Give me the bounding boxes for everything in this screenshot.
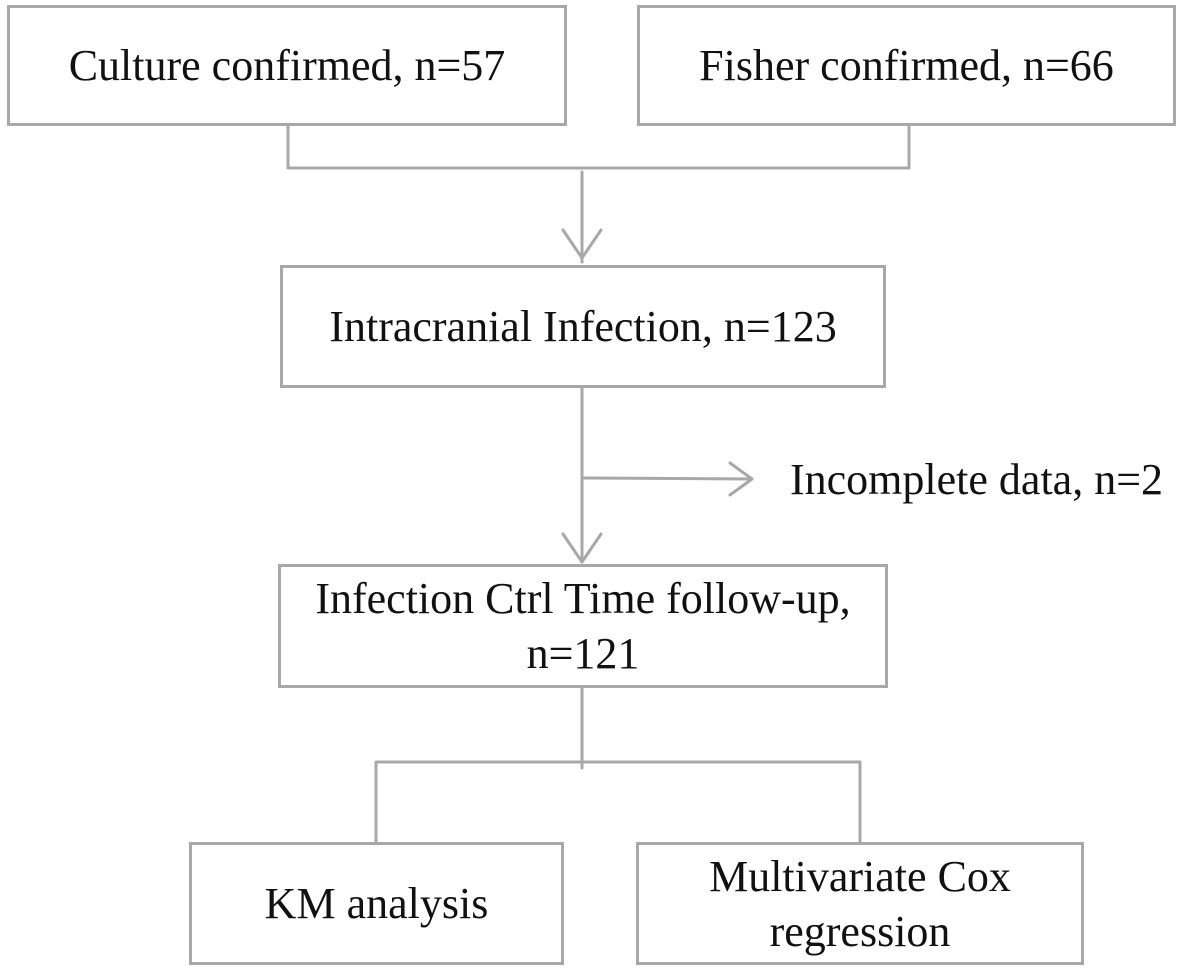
fisher-confirmed-box: Fisher confirmed, n=66: [637, 5, 1176, 126]
arrow-to-followup: [561, 532, 603, 564]
cox-regression-label-line2: regression: [769, 906, 951, 956]
km-analysis-box: KM analysis: [189, 842, 564, 965]
exclusion-branch: [582, 476, 754, 481]
arrow-to-incomplete: [728, 461, 754, 497]
split-connector: [374, 760, 862, 844]
cox-regression-label-line1: Multivariate Cox: [709, 851, 1011, 901]
incomplete-data-label: Incomplete data, n=2: [790, 455, 1164, 504]
merge-connector: [286, 124, 911, 170]
intracranial-infection-label: Intracranial Infection, n=123: [329, 302, 837, 351]
km-analysis-label: KM analysis: [264, 879, 489, 928]
followup-label-line1: Infection Ctrl Time follow-up,: [315, 574, 851, 623]
followup-label-line2: n=121: [526, 629, 640, 678]
fisher-confirmed-label: Fisher confirmed, n=66: [699, 41, 1114, 90]
culture-confirmed-label: Culture confirmed, n=57: [68, 41, 506, 90]
culture-confirmed-box: Culture confirmed, n=57: [7, 5, 567, 126]
arrow-to-intracranial: [561, 228, 603, 260]
cox-regression-box: Multivariate Cox regression: [636, 842, 1084, 965]
intracranial-infection-box: Intracranial Infection, n=123: [280, 265, 886, 388]
followup-box: Infection Ctrl Time follow-up, n=121: [278, 564, 888, 688]
